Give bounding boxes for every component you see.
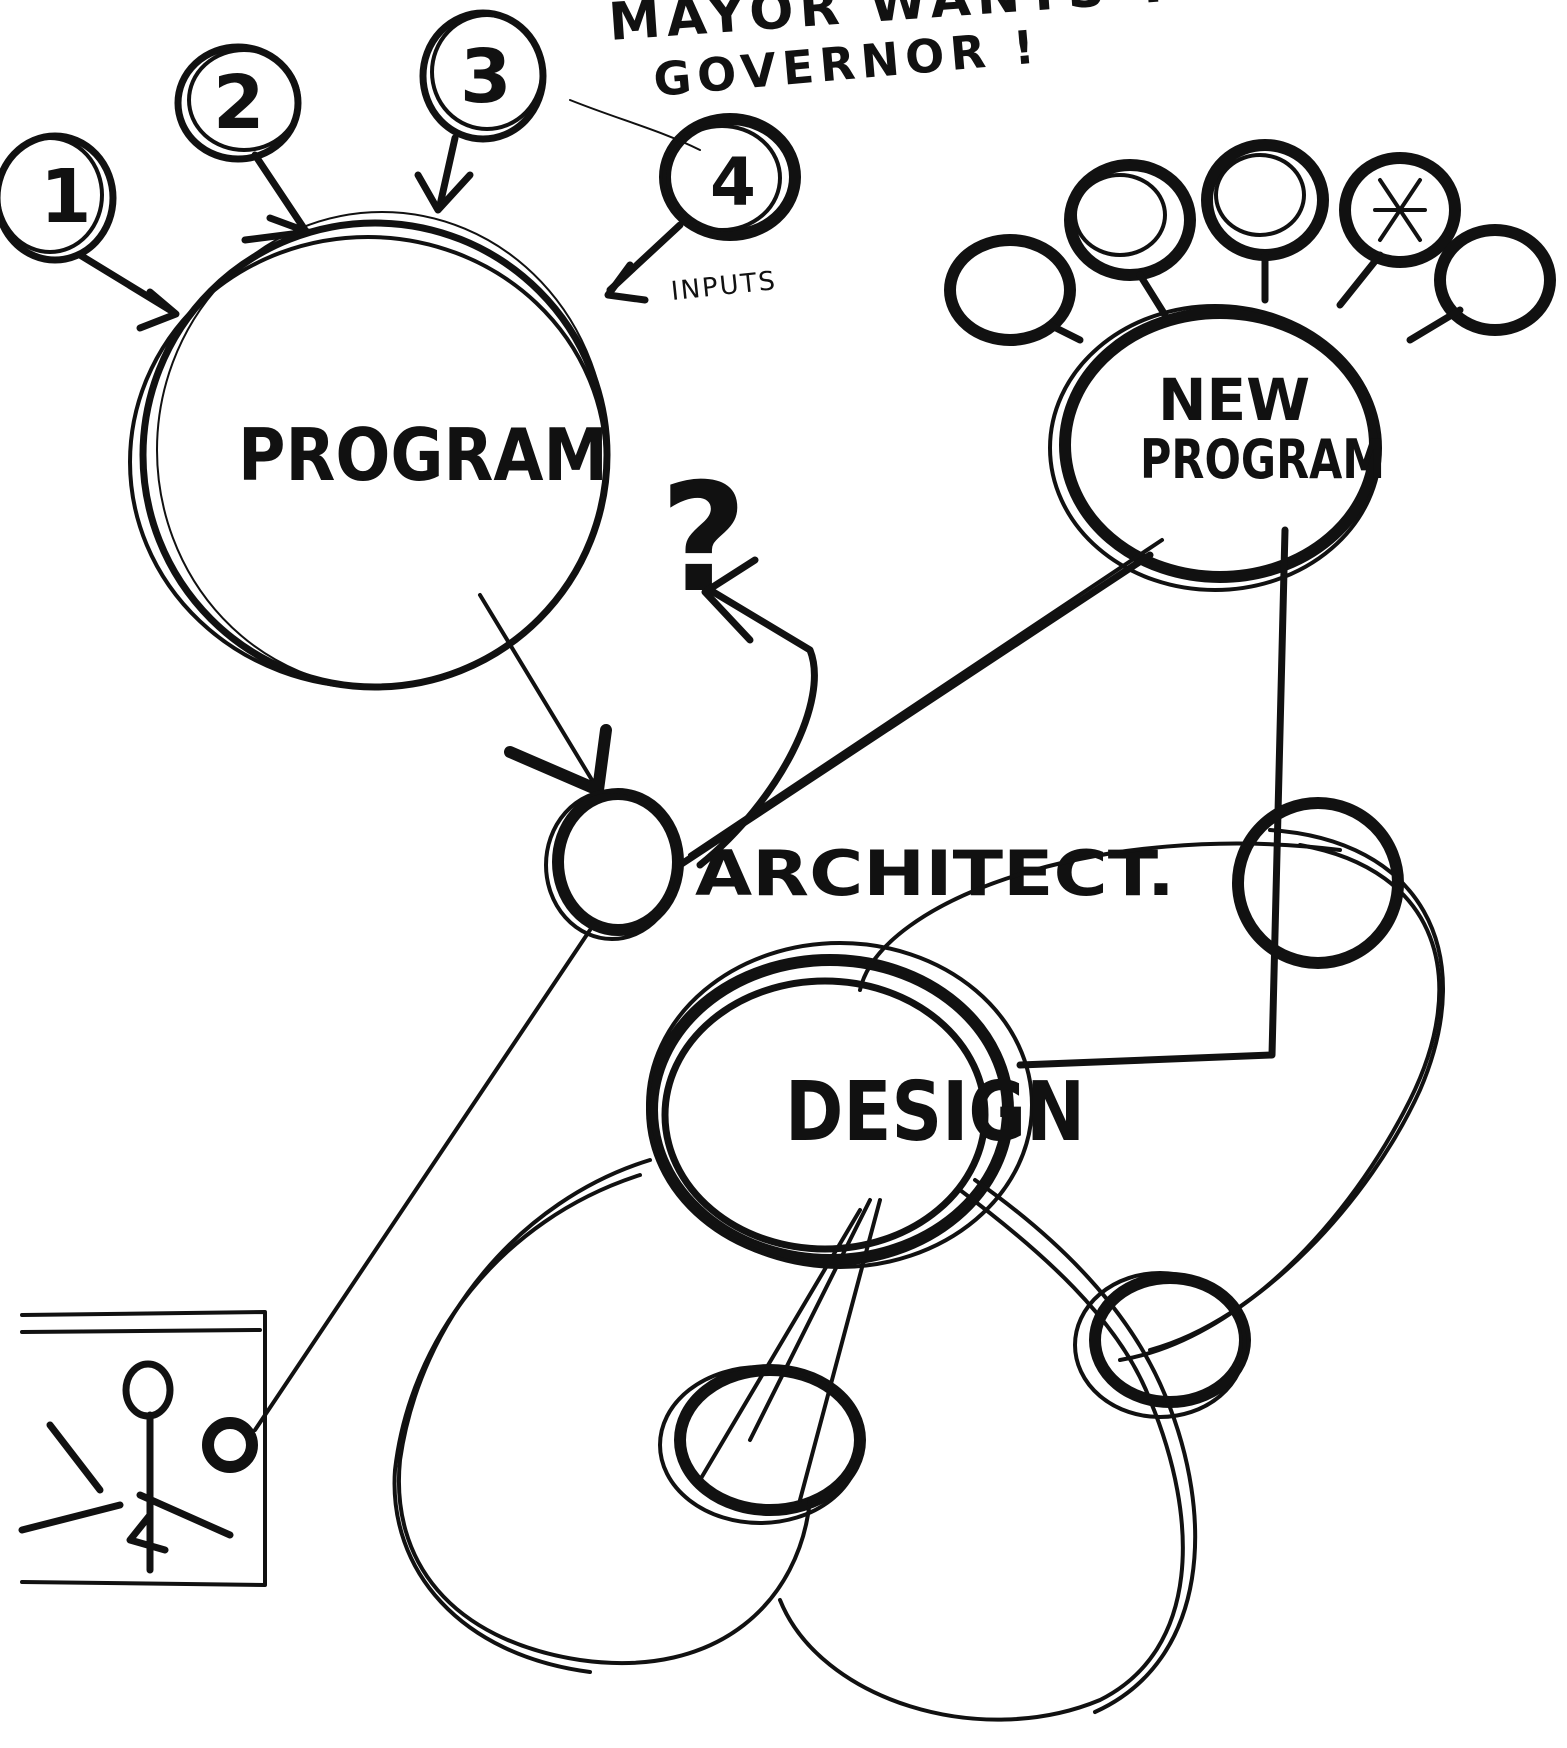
program-to-architect-arrow [478,593,612,796]
input-arrows: INPUTS [76,99,779,332]
input-node-2: 2 [174,43,302,163]
question-mark: ? [660,452,747,626]
new-program-label-line1: NEW [1158,366,1310,434]
design-loops [392,797,1445,1722]
input-number-2: 2 [213,60,265,146]
header-note: MAYOR WANTS TO BE GOVERNOR ! [607,0,1339,107]
design-label: DESIGN [785,1065,1085,1160]
input-node-1: 1 [0,132,117,264]
program-node: PROGRAM [128,211,611,691]
input-number-3: 3 [460,34,512,120]
new-program-satellites [944,139,1556,346]
architect-label: ARCHITECT. [695,837,1175,910]
new-program-label-line2: PROGRAM [1140,428,1385,491]
input-number-4: 4 [710,144,756,221]
inputs-label: INPUTS [670,266,779,307]
input-node-4: 4 [659,113,801,241]
input-number-1: 1 [40,154,92,240]
program-label: PROGRAM [238,413,608,497]
input-node-3: 3 [419,9,547,143]
design-node: DESIGN [646,941,1085,1269]
question-feedback: ? [660,452,818,869]
figure-box [18,1310,267,1587]
new-program-node: NEW PROGRAM [1048,304,1385,592]
architect-node: ARCHITECT. [544,788,1175,941]
